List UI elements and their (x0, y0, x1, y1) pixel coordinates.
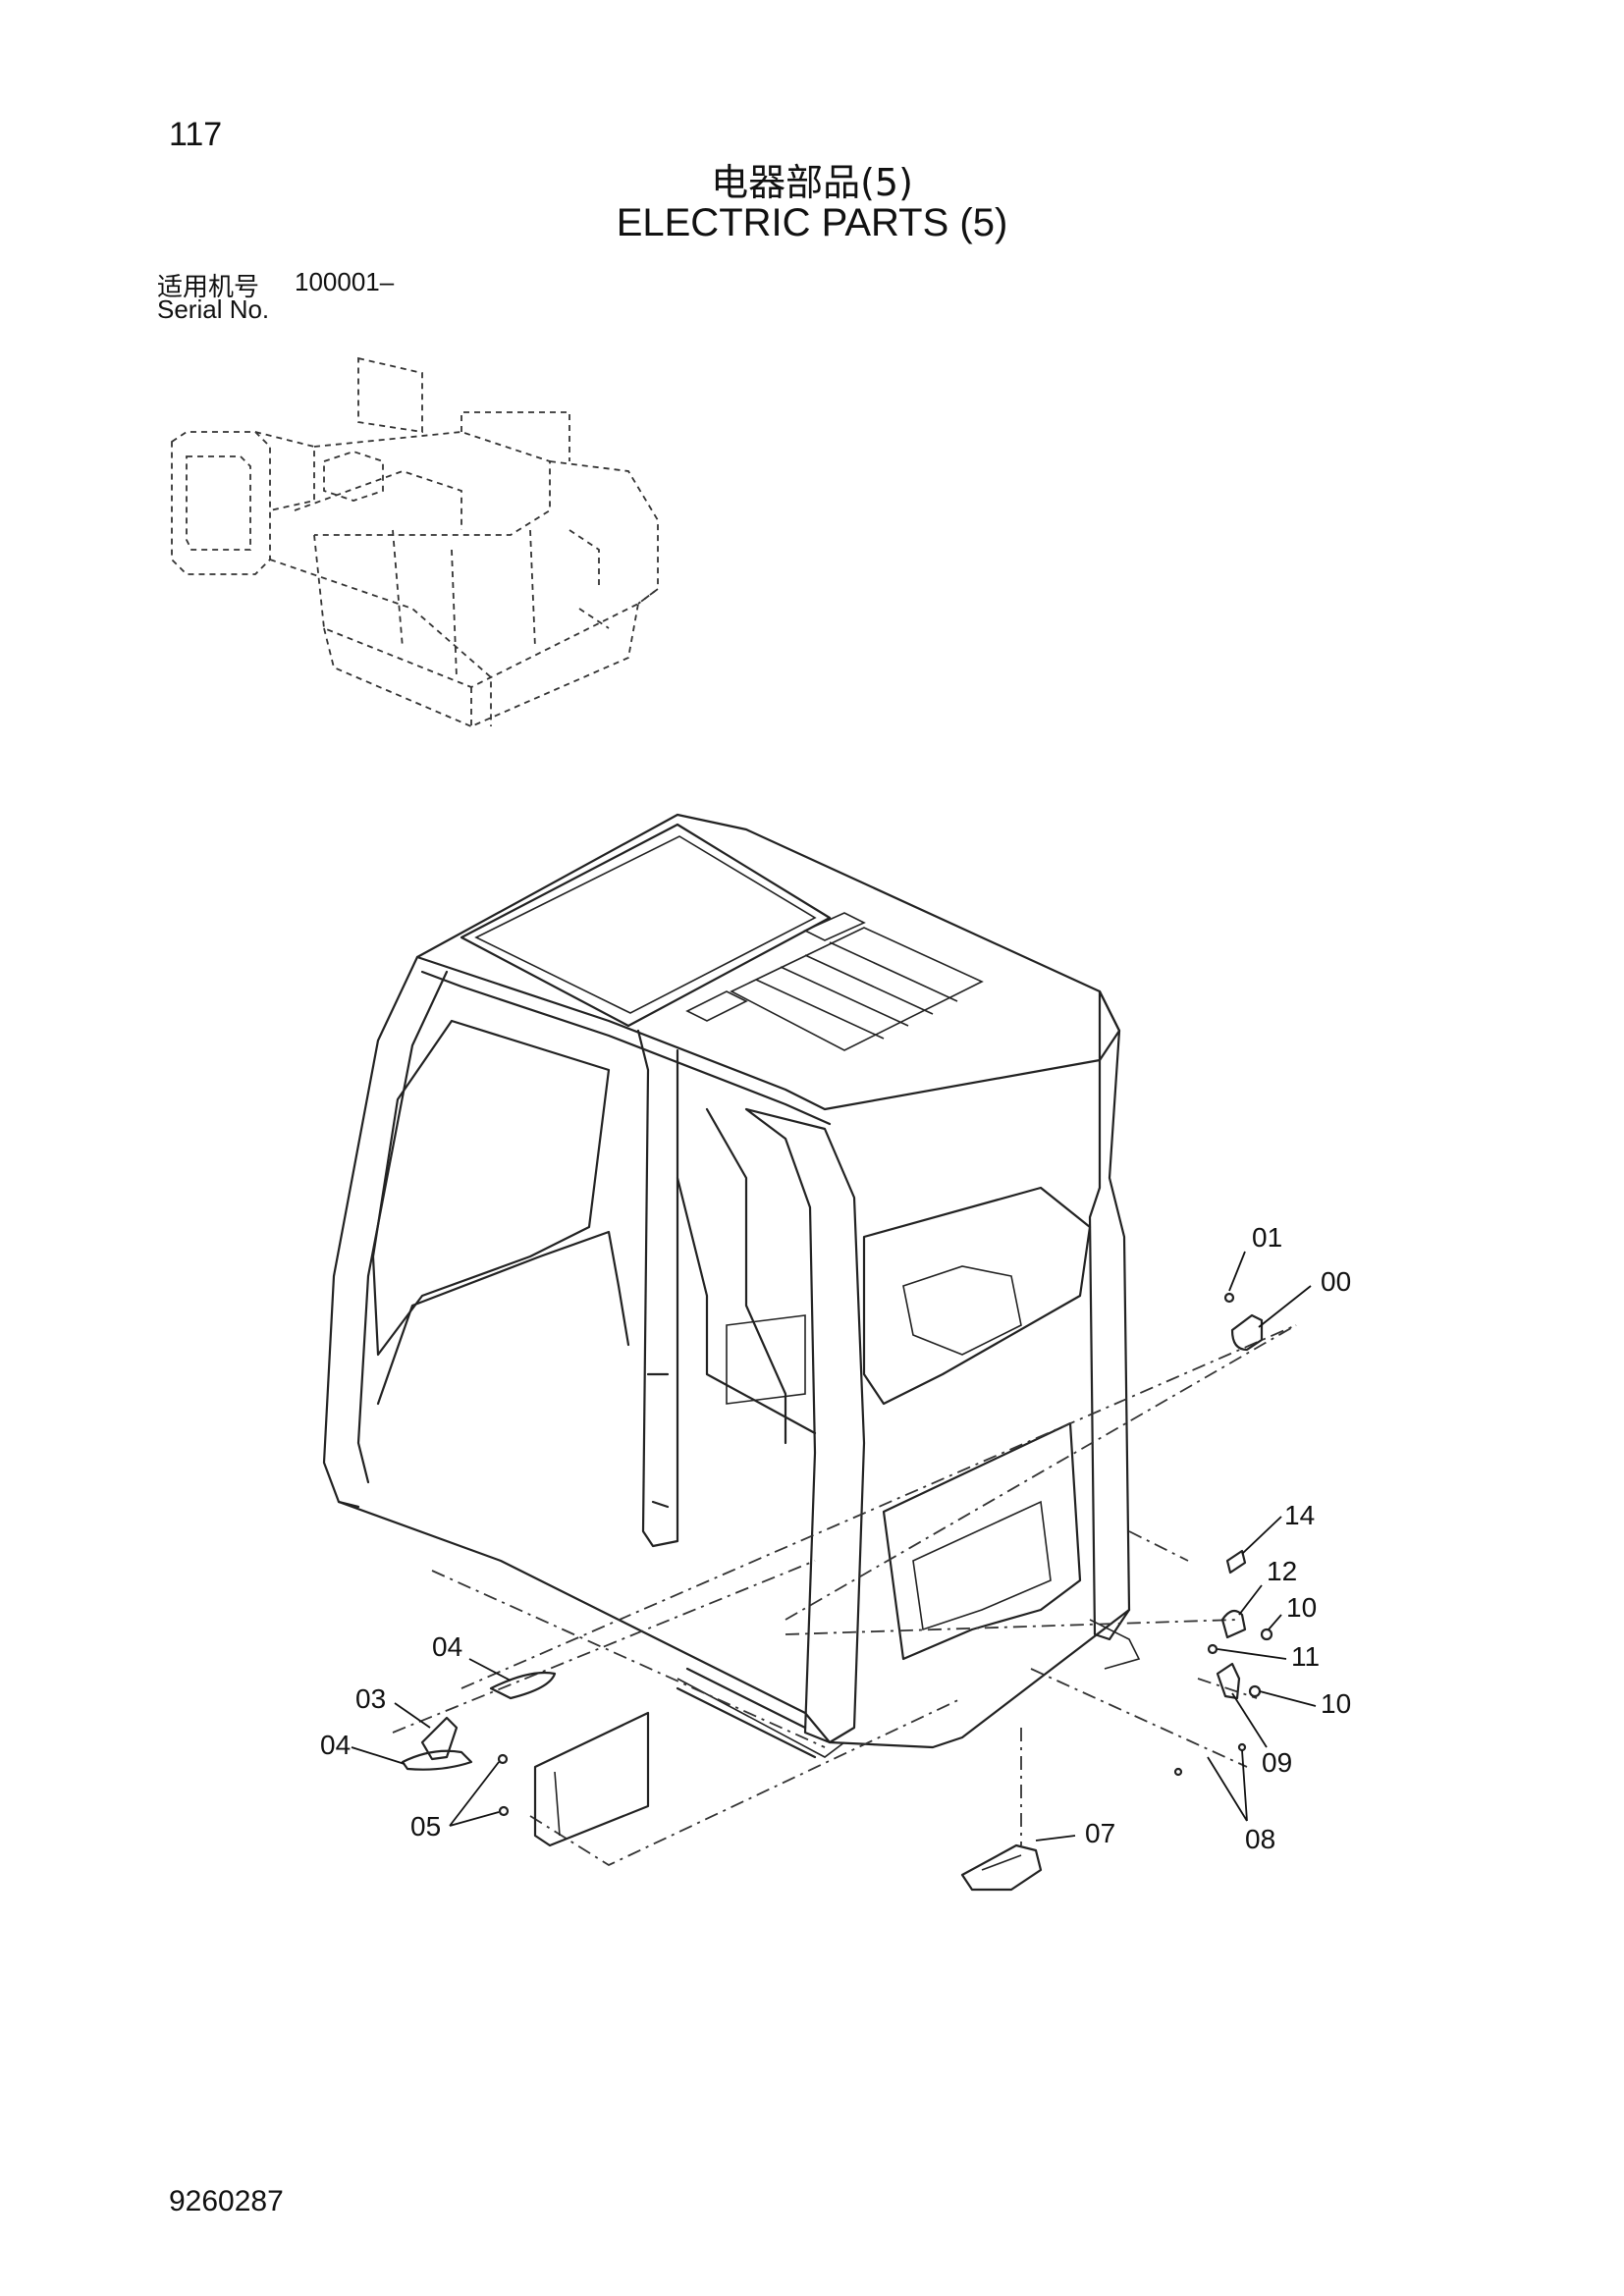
page-number: 117 (169, 116, 223, 153)
callout-part-12: 12 (1267, 1556, 1298, 1586)
callout-part-04-upper: 04 (432, 1631, 463, 1662)
page-title-english: ELECTRIC PARTS (5) (616, 201, 1008, 244)
callout-part-09: 09 (1262, 1747, 1293, 1778)
callout-part-05: 05 (410, 1811, 442, 1842)
callout-part-07: 07 (1085, 1818, 1116, 1848)
callout-part-01: 01 (1252, 1222, 1283, 1253)
callout-part-00: 00 (1321, 1266, 1352, 1297)
serial-number-value: 100001– (295, 267, 395, 296)
serial-label-chinese: 适用机号 (157, 273, 260, 302)
page-title-chinese: 电器部品(5) (711, 161, 913, 204)
document-number: 9260287 (169, 2185, 284, 2217)
small-parts (401, 1292, 1273, 1892)
cab-frame-drawing (322, 813, 1297, 1867)
callout-part-08: 08 (1245, 1824, 1276, 1854)
callout-part-14: 14 (1284, 1500, 1316, 1530)
machine-locator-thumbnail (171, 356, 659, 728)
callout-part-11: 11 (1291, 1641, 1321, 1672)
callout-leaders (351, 1251, 1317, 1842)
callout-part-10-lower: 10 (1321, 1688, 1352, 1719)
callout-part-10-upper: 10 (1286, 1592, 1318, 1623)
serial-label-english: Serial No. (157, 294, 270, 324)
callout-part-03: 03 (355, 1683, 387, 1714)
callout-part-04-lower: 04 (320, 1730, 352, 1760)
